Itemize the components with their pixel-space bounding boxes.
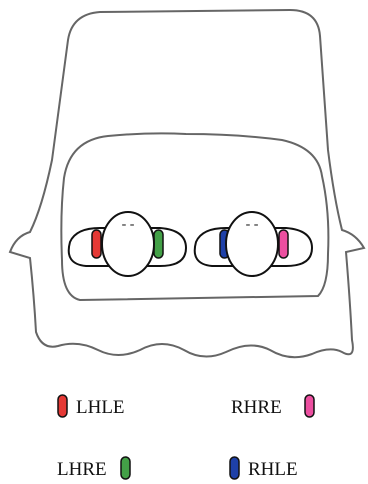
visor-outline [60, 132, 330, 302]
lhle-marker [91, 229, 102, 259]
legend-item-rhle: RHLE [229, 456, 298, 480]
lhle-label: LHLE [76, 397, 125, 418]
lhle-swatch [57, 394, 68, 418]
lhre-label: LHRE [57, 459, 107, 480]
right-eye-marks: - - [246, 217, 259, 232]
left-eye-marks: - - [122, 217, 135, 232]
right-eye-assembly: - - [193, 211, 314, 277]
rhre-marker [278, 229, 289, 259]
rhre-swatch [304, 394, 315, 418]
rhle-label: RHLE [248, 459, 298, 480]
lhre-marker [153, 229, 164, 259]
left-eye-globe [101, 211, 155, 277]
legend-item-lhle: LHLE [57, 394, 125, 418]
legend-item-rhre: RHRE [231, 394, 315, 418]
right-eye-globe [225, 211, 279, 277]
legend: LHLE RHRE LHRE RHLE [57, 394, 315, 480]
lhre-swatch [120, 456, 131, 480]
rhle-swatch [229, 456, 240, 480]
rhre-label: RHRE [231, 397, 282, 418]
left-eye-assembly: - - [67, 211, 188, 277]
legend-item-lhre: LHRE [57, 456, 131, 480]
